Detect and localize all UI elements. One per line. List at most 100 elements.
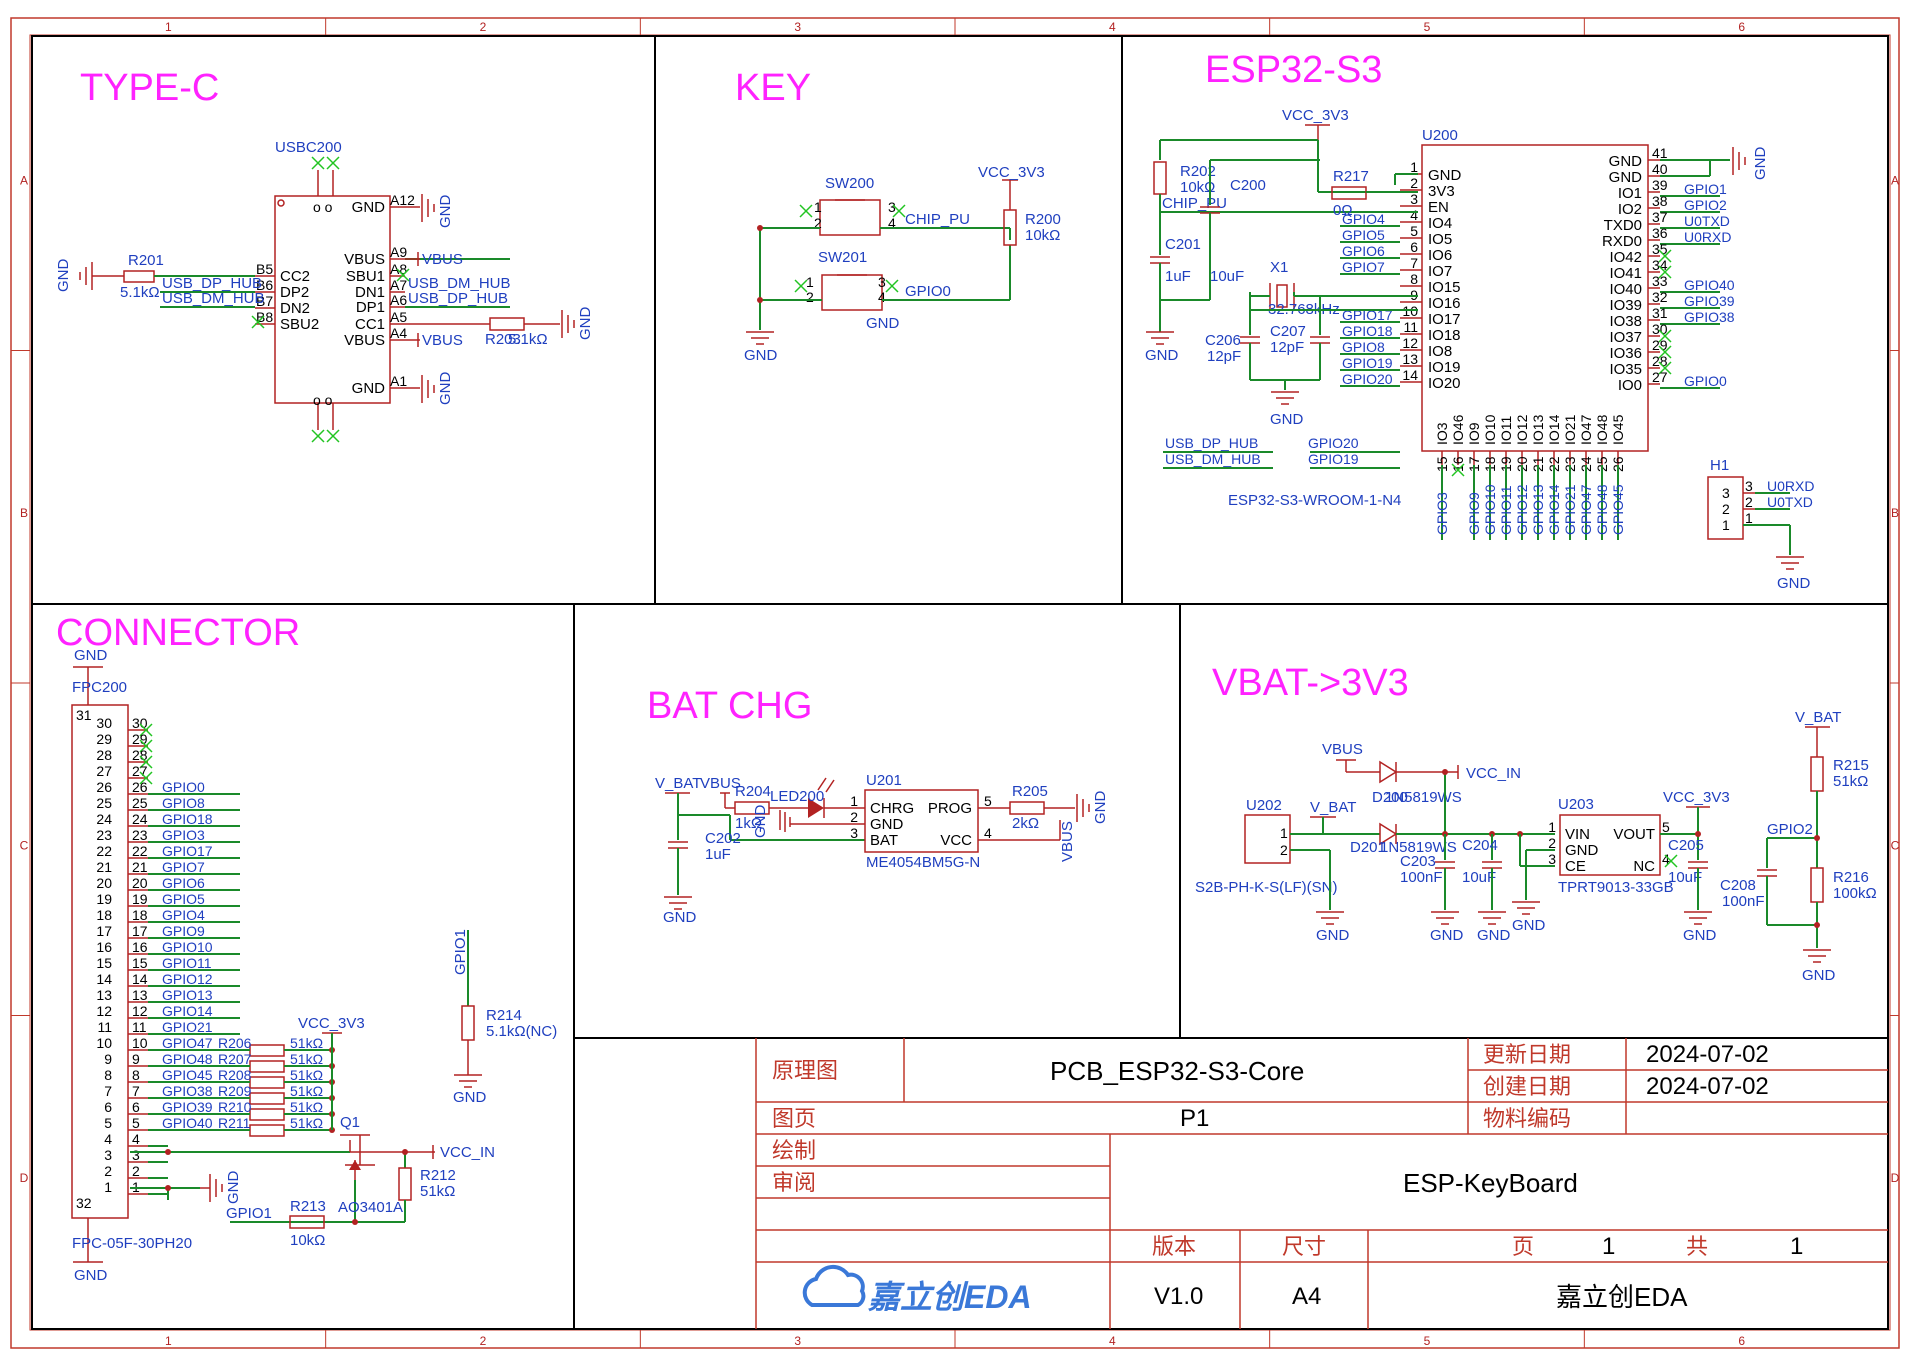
- fpc-net-GPIO0: GPIO0: [162, 779, 205, 795]
- net-gpio1-connector: GPIO1: [226, 1205, 272, 1222]
- r216-ref: R216: [1833, 869, 1869, 886]
- esp-pin-num-5: 5: [1410, 223, 1418, 239]
- esp-pin-name-36: RXD0: [1602, 233, 1642, 250]
- fpc-net-GPIO11: GPIO11: [162, 955, 212, 971]
- net-vbus-a9: VBUS: [422, 251, 463, 268]
- esp-pin-name-14: IO20: [1428, 375, 1461, 392]
- r204-value: 1kΩ: [735, 815, 762, 832]
- esp-pin-name-3: EN: [1428, 199, 1449, 216]
- fpc-net-GPIO40: GPIO40: [162, 1115, 213, 1131]
- zone-left-A: A: [20, 173, 28, 187]
- r201-value: 5.1kΩ: [120, 284, 160, 301]
- fpc-pin-num-24: 24: [132, 811, 148, 827]
- esp-pin-name-25: IO48: [1594, 414, 1610, 445]
- zone-left-C: C: [20, 838, 29, 852]
- tb-create-label: 创建日期: [1483, 1074, 1571, 1099]
- gnd-symbol-fpc: [200, 1174, 223, 1202]
- tb-total-label: 共: [1686, 1234, 1708, 1259]
- net-gpio1-r214: GPIO1: [452, 929, 469, 975]
- net-vbus-batchg: VBUS: [700, 775, 741, 792]
- fpc-pin-num-4: 4: [132, 1131, 140, 1147]
- r215-value: 51kΩ: [1833, 773, 1868, 790]
- fpc-pin-num-15: 15: [132, 955, 148, 971]
- r205-resistor: [1009, 801, 1045, 815]
- tb-draw-label: 绘制: [772, 1138, 816, 1163]
- esp-net-GPIO1: GPIO1: [1684, 181, 1727, 197]
- esp-net-GPIO11: GPIO11: [1498, 485, 1514, 535]
- fpc-net-GPIO6: GPIO6: [162, 875, 205, 891]
- net-vbat-divider: V_BAT: [1795, 709, 1841, 726]
- nc-mark-esp-29: [1658, 345, 1672, 359]
- usbc-pin-num-A9: A9: [390, 244, 407, 260]
- q1-part: AO3401A: [338, 1199, 403, 1216]
- esp-pin-num-1: 1: [1410, 159, 1418, 175]
- section-title-vbat-3v3: VBAT->3V3: [1212, 662, 1409, 704]
- esp-net-GPIO21: GPIO21: [1562, 484, 1578, 535]
- usbc-pin-num-A1: A1: [390, 373, 407, 389]
- zone-right-D: D: [1891, 1171, 1900, 1185]
- u201-pin-num-4: 4: [984, 825, 992, 841]
- u201-pin-num-3: 3: [850, 825, 858, 841]
- esp-pin-name-21: IO13: [1530, 414, 1546, 445]
- net-vcc-in-connector: VCC_IN: [440, 1144, 495, 1161]
- zone-right-B: B: [1891, 506, 1899, 520]
- gnd-symbol-c205: [1684, 911, 1712, 925]
- fpc-pin-num-left-24: 24: [96, 811, 112, 827]
- esp-pin-num-12: 12: [1402, 335, 1418, 351]
- esp-pin-name-11: IO18: [1428, 327, 1461, 344]
- net-chip-pu-key: CHIP_PU: [905, 211, 970, 228]
- h1-pin-label-3: 3: [1722, 485, 1730, 501]
- fpc-net-GPIO9: GPIO9: [162, 923, 205, 939]
- fpc-pin-num-left-25: 25: [96, 795, 112, 811]
- r203-resistor: [489, 317, 525, 331]
- usbc-pin-name-B6: DP2: [280, 284, 309, 301]
- zone-top-1: 1: [165, 20, 172, 34]
- esp-pin-num-33: 33: [1652, 273, 1668, 289]
- fpc-net-GPIO39: GPIO39: [162, 1099, 213, 1115]
- h1-net-U0TXD: U0TXD: [1767, 494, 1813, 510]
- r212-resistor: [398, 1167, 412, 1201]
- u201-pin-name-3: BAT: [870, 832, 898, 849]
- fpc200-ref: FPC200: [72, 679, 127, 696]
- esp-link-GPIO20: GPIO20: [1308, 435, 1359, 451]
- gnd-symbol-crystal: [1271, 391, 1299, 405]
- usbc200-ref: USBC200: [275, 139, 342, 156]
- bat-chg-block: V_BAT VBUS C202 1uF GND R204 1kΩ LED200 …: [655, 772, 1109, 926]
- u203-pin-name-1: VIN: [1565, 826, 1590, 843]
- c208-value: 100nF: [1722, 893, 1765, 910]
- esp-pin-num-25: 25: [1594, 456, 1610, 472]
- esp-pin-name-5: IO5: [1428, 231, 1452, 248]
- r217-ref: R217: [1333, 168, 1369, 185]
- esp-pin-num-2: 2: [1410, 175, 1418, 191]
- section-title-key: KEY: [735, 67, 811, 109]
- fpc-net-GPIO7: GPIO7: [162, 859, 205, 875]
- nc-mark-esp-34: [1658, 265, 1672, 279]
- esp-pin-num-27: 27: [1652, 369, 1668, 385]
- usbc-pin-name-A1: GND: [352, 380, 386, 397]
- gnd-label-fpc-top: GND: [74, 647, 108, 664]
- esp-pin-num-18: 18: [1482, 456, 1498, 472]
- fpc-pin-num-8: 8: [132, 1067, 140, 1083]
- gnd-label-key2: GND: [866, 315, 900, 332]
- u203-ref: U203: [1558, 796, 1594, 813]
- zone-top-5: 5: [1424, 20, 1431, 34]
- title-block: 原理图 PCB_ESP32-S3-Core 更新日期 2024-07-02 创建…: [755, 1038, 1888, 1329]
- cloud-logo-icon: [802, 1264, 866, 1307]
- gnd-label-r205: GND: [1092, 791, 1109, 825]
- r200-value: 10kΩ: [1025, 227, 1060, 244]
- net-gpio2-divider: GPIO2: [1767, 821, 1813, 838]
- esp-pin-name-19: IO11: [1498, 415, 1514, 445]
- esp-pin-num-24: 24: [1578, 456, 1594, 472]
- esp-net-GPIO45: GPIO45: [1610, 484, 1626, 535]
- esp-pin-num-3: 3: [1410, 191, 1418, 207]
- u202-part: S2B-PH-K-S(LF)(SN): [1195, 879, 1338, 896]
- gnd-symbol-r205: [1076, 794, 1090, 822]
- h1-pin-num-1: 1: [1745, 510, 1753, 526]
- esp-pin-num-40: 40: [1652, 161, 1668, 177]
- esp-pin-num-6: 6: [1410, 239, 1418, 255]
- fpc-top-pin-b: 32: [76, 1195, 92, 1211]
- esp-bottom-pins: IO315GPIO3IO4616IO917GPIO9IO1018GPIO10IO…: [1434, 414, 1626, 540]
- u203-pin-num-5: 5: [1662, 819, 1670, 835]
